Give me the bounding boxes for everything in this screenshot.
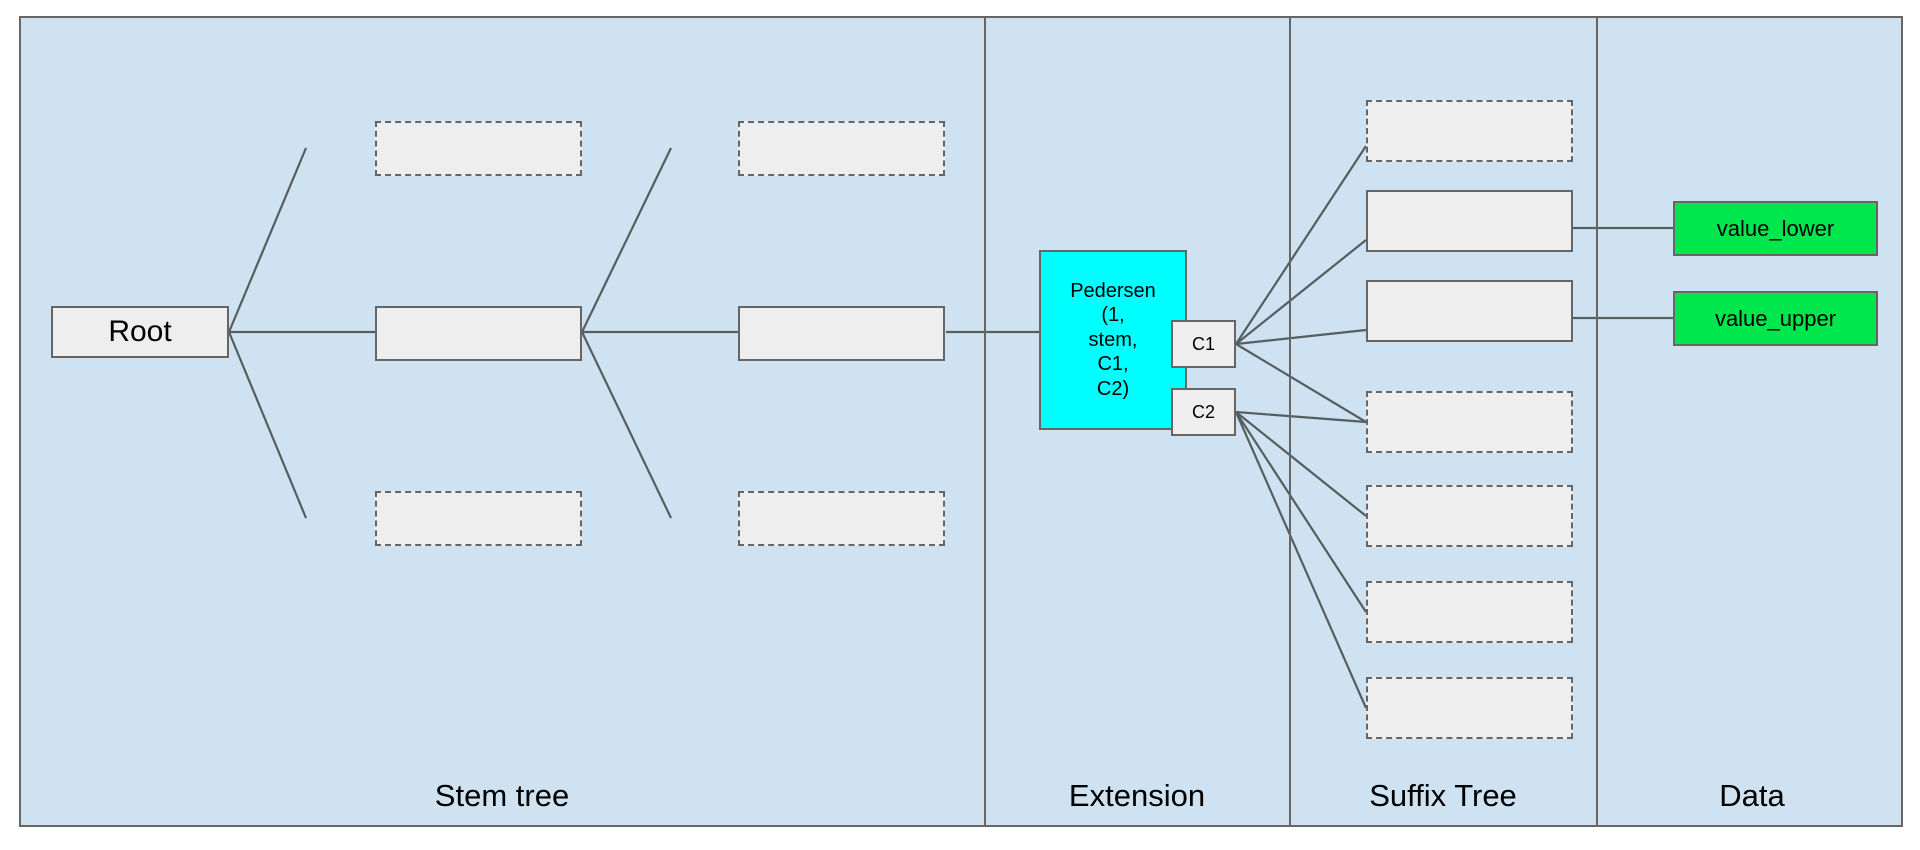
commitment-node-c2[interactable]: C2 [1171,388,1236,436]
data-node-value-upper[interactable]: value_upper [1673,291,1878,346]
panel-divider-extension-suffix [1289,18,1291,825]
panel-label-stem-tree-text: Stem tree [434,778,570,813]
pedersen-line-2: (1, [1101,304,1125,327]
commitment-node-c1-label: C1 [1191,333,1215,354]
panel-label-extension-text: Extension [1068,778,1206,813]
suffix-node-3[interactable] [1366,280,1573,342]
panel-label-suffix-tree-text: Suffix Tree [1369,778,1517,813]
pedersen-commitment-node[interactable]: Pedersen (1, stem, C1, C2) [1039,250,1187,430]
edge-c2-to-suffix-7 [1235,411,1367,613]
commitment-node-c2-label: C2 [1191,401,1215,422]
stem-node-root-label: Root [108,315,172,348]
pedersen-line-5: C2) [1096,377,1130,400]
commitment-node-c1[interactable]: C1 [1171,320,1236,368]
suffix-node-2[interactable] [1366,190,1573,252]
suffix-node-5[interactable] [1366,485,1573,547]
panel-label-extension: Extension [1037,778,1237,814]
panel-divider-suffix-data [1596,18,1598,825]
panel-divider-stem-extension [984,18,986,825]
edge-c1-to-suffix-2 [1235,239,1367,345]
edge-stem-mid-to-col2-top [581,147,672,333]
suffix-node-7[interactable] [1366,677,1573,739]
panel-label-stem-tree: Stem tree [402,778,602,814]
stem-node-root[interactable]: Root [51,306,229,358]
edge-c1-to-suffix-4 [1235,343,1367,423]
stem-node-4[interactable] [738,121,945,176]
edge-stem-mid-to-col2-bot [581,331,672,519]
suffix-node-6[interactable] [1366,581,1573,643]
pedersen-line-1: Pedersen [1070,280,1156,303]
pedersen-line-3: stem, [1088,328,1138,351]
diagram-canvas: Root Pedersen (1, stem, C1, C2) [19,16,1903,827]
edge-c2-to-suffix-5 [1235,410,1367,424]
edge-layer [227,145,1673,709]
panel-label-suffix-tree: Suffix Tree [1343,778,1543,814]
panel-label-data-text: Data [1719,778,1785,813]
stem-node-6[interactable] [738,491,945,546]
panel-label-data: Data [1652,778,1852,814]
pedersen-line-4: C1, [1097,353,1129,376]
data-node-value-lower[interactable]: value_lower [1673,201,1878,256]
suffix-node-4[interactable] [1366,391,1573,453]
edge-root-to-stem-top [227,147,308,333]
suffix-node-1[interactable] [1366,100,1573,162]
data-node-value-lower-label: value_lower [1716,215,1835,241]
stem-node-3[interactable] [375,491,582,546]
stem-node-2[interactable] [375,306,582,361]
edge-c1-to-suffix-3 [1235,328,1367,346]
edge-root-to-stem-bot [227,331,308,519]
edge-c2-to-suffix-8 [1234,411,1368,709]
stem-node-5[interactable] [738,306,945,361]
data-node-value-upper-label: value_upper [1714,305,1837,331]
edge-c2-to-suffix-6 [1235,411,1367,517]
stem-node-1[interactable] [375,121,582,176]
edge-c1-to-suffix-1 [1235,145,1367,345]
